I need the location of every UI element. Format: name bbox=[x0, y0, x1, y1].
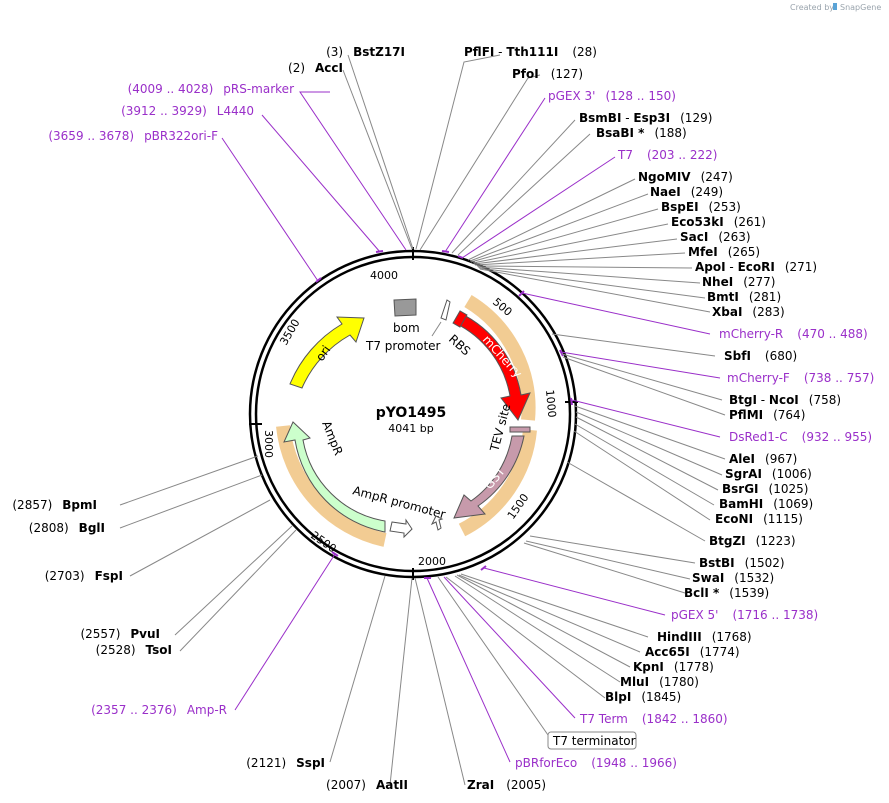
bom-label: bom bbox=[393, 321, 420, 335]
primer-label[interactable]: pBRforEco(1948 .. 1966) bbox=[515, 756, 677, 770]
enzyme-label[interactable]: (3)BstZ17I bbox=[326, 45, 405, 59]
primer-label[interactable]: DsRed1-C(932 .. 955) bbox=[729, 430, 872, 444]
enzyme-label[interactable]: SgrAI(1006) bbox=[725, 467, 812, 481]
t7-promoter-leader bbox=[431, 321, 442, 337]
ampr-orf-band bbox=[276, 425, 387, 547]
leader-lines-right bbox=[414, 54, 726, 786]
enzyme-label[interactable]: SacI(263) bbox=[680, 230, 751, 244]
t7-promoter-arrow bbox=[440, 299, 451, 321]
tick-label-4000: 4000 bbox=[370, 269, 398, 282]
enzyme-label[interactable]: PflFI - Tth111I(28) bbox=[464, 45, 597, 59]
mcherry-start-block bbox=[452, 310, 468, 328]
gst-orf-band bbox=[458, 429, 537, 537]
enzyme-label[interactable]: SbfI(680) bbox=[724, 349, 797, 363]
enzyme-label[interactable]: (2808)BglI bbox=[29, 521, 105, 535]
primer-label[interactable]: pGEX 3'(128 .. 150) bbox=[548, 89, 676, 103]
leader-lines-left bbox=[119, 54, 414, 786]
primer-label[interactable]: pGEX 5'(1716 .. 1738) bbox=[671, 608, 818, 622]
enzyme-label[interactable]: BstBI(1502) bbox=[699, 556, 785, 570]
enzyme-label[interactable]: EcoNI(1115) bbox=[715, 512, 803, 526]
primer-label[interactable]: (3659 .. 3678)pBR322ori-F bbox=[48, 129, 218, 143]
enzyme-label[interactable]: (2007)AatII bbox=[326, 778, 408, 792]
watermark-brand: SnapGene bbox=[840, 3, 881, 12]
tick-label-3000: 3000 bbox=[262, 430, 275, 458]
gst-arrow[interactable] bbox=[453, 435, 525, 519]
mcherry-orf-band bbox=[464, 295, 536, 421]
plasmid-length: 4041 bp bbox=[388, 422, 433, 435]
enzyme-label[interactable]: BtgI - NcoI(758) bbox=[729, 393, 841, 407]
enzyme-label[interactable]: BtgZI(1223) bbox=[709, 534, 796, 548]
ampr-label: AmpR bbox=[319, 419, 345, 457]
ampr-promoter-arrow bbox=[389, 518, 413, 539]
enzyme-label[interactable]: BsmBI - Esp3I(129) bbox=[579, 111, 712, 125]
tick-label-2000: 2000 bbox=[418, 555, 446, 568]
plasmid-title: pYO1495 4041 bp bbox=[376, 405, 447, 435]
enzyme-label[interactable]: BlpI(1845) bbox=[605, 690, 681, 704]
primer-label[interactable]: mCherry-R(470 .. 488) bbox=[719, 327, 868, 341]
ampr-arrow[interactable] bbox=[283, 421, 386, 533]
tick-label-3500: 3500 bbox=[277, 317, 302, 348]
enzyme-label[interactable]: KpnI(1778) bbox=[633, 660, 714, 674]
enzyme-label[interactable]: BsaBI *(188) bbox=[596, 126, 687, 140]
enzyme-label[interactable]: BmtI(281) bbox=[707, 290, 781, 304]
enzyme-label[interactable]: Acc65I(1774) bbox=[645, 645, 740, 659]
enzyme-label[interactable]: AleI(967) bbox=[729, 452, 797, 466]
enzyme-label[interactable]: (2)AccI bbox=[288, 61, 343, 75]
enzyme-label[interactable]: (2557)PvuI bbox=[80, 627, 160, 641]
rbs-label: RBS bbox=[446, 332, 473, 358]
primer-label[interactable]: (4009 .. 4028)pRS-marker bbox=[128, 82, 294, 96]
primer-label[interactable]: (3912 .. 3929)L4440 bbox=[121, 104, 254, 118]
enzyme-label[interactable]: (2121)SspI bbox=[246, 756, 325, 770]
enzyme-label[interactable]: SwaI(1532) bbox=[692, 571, 774, 585]
enzyme-label[interactable]: NheI(277) bbox=[702, 275, 775, 289]
enzyme-label[interactable]: XbaI(283) bbox=[712, 305, 785, 319]
enzyme-label[interactable]: HindIII(1768) bbox=[657, 630, 752, 644]
plasmid-name: pYO1495 bbox=[376, 405, 447, 421]
watermark-prefix: Created by bbox=[790, 3, 834, 12]
small-promoter-arrow bbox=[430, 515, 444, 531]
t7-terminator-tag[interactable]: T7 terminator bbox=[547, 731, 637, 750]
t7-terminator-label: T7 terminator bbox=[552, 734, 636, 748]
enzyme-label[interactable]: BspEI(253) bbox=[661, 200, 741, 214]
t7-terminator-box bbox=[547, 731, 637, 750]
enzyme-label[interactable]: BsrGI(1025) bbox=[722, 482, 808, 496]
ori-arrow[interactable] bbox=[289, 316, 365, 389]
enzyme-label[interactable]: PflMI(764) bbox=[729, 408, 805, 422]
enzyme-label[interactable]: (2528)TsoI bbox=[96, 643, 172, 657]
t7-promoter-label: T7 promoter bbox=[365, 339, 441, 353]
snapgene-logo-icon bbox=[833, 3, 837, 10]
primer-label[interactable]: T7(203 .. 222) bbox=[617, 148, 717, 162]
tick-label-1000: 1000 bbox=[543, 389, 558, 418]
enzyme-label[interactable]: ZraI(2005) bbox=[467, 778, 546, 792]
enzyme-label[interactable]: MfeI(265) bbox=[688, 245, 760, 259]
enzyme-label[interactable]: (2703)FspI bbox=[45, 569, 123, 583]
primer-label[interactable]: T7 Term(1842 .. 1860) bbox=[579, 712, 728, 726]
primer-label[interactable]: (2357 .. 2376)Amp-R bbox=[91, 703, 227, 717]
enzyme-label[interactable]: NaeI(249) bbox=[650, 185, 723, 199]
snapgene-watermark: Created by SnapGene bbox=[790, 3, 881, 12]
labels-left: (3)BstZ17I (2)AccI (4009 .. 4028)pRS-mar… bbox=[12, 45, 408, 792]
enzyme-label[interactable]: NgoMIV(247) bbox=[638, 170, 733, 184]
primer-label[interactable]: mCherry-F(738 .. 757) bbox=[727, 371, 874, 385]
bom-block bbox=[393, 298, 417, 317]
enzyme-label[interactable]: BclI *(1539) bbox=[684, 586, 769, 600]
enzyme-label[interactable]: ApoI - EcoRI(271) bbox=[695, 260, 817, 274]
enzyme-label[interactable]: MluI(1780) bbox=[620, 675, 699, 689]
enzyme-label[interactable]: Eco53kI(261) bbox=[671, 215, 766, 229]
labels-right: PflFI - Tth111I(28) PfoI(127) pGEX 3'(12… bbox=[464, 45, 874, 792]
mcherry-arrow[interactable] bbox=[454, 312, 531, 421]
tev-site-block bbox=[509, 426, 531, 433]
enzyme-label[interactable]: (2857)BpmI bbox=[12, 498, 97, 512]
enzyme-label[interactable]: PfoI(127) bbox=[512, 67, 583, 81]
enzyme-label[interactable]: BamHI(1069) bbox=[719, 497, 813, 511]
